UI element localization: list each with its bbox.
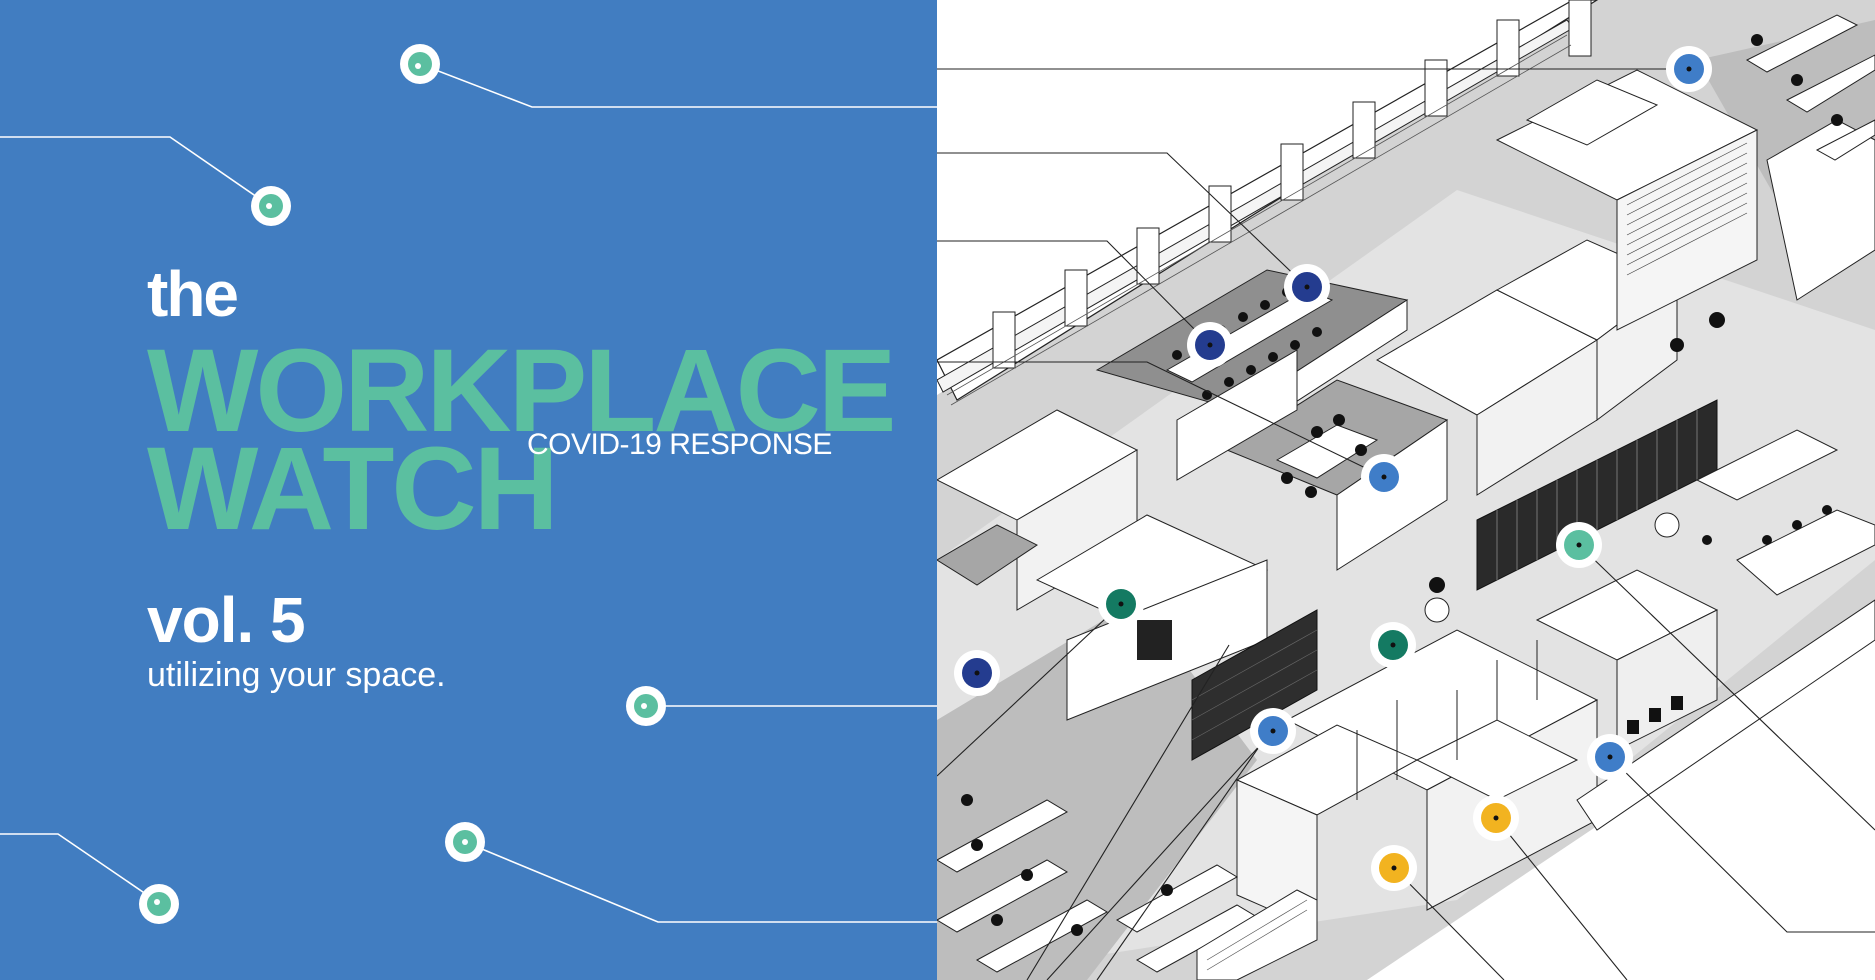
round-table [1424,597,1450,623]
leader-line [1393,867,1505,980]
yellow-dot-icon [1371,845,1417,891]
yellow-dot-icon [1473,795,1519,841]
column [992,311,1016,369]
room-floor [937,524,1038,586]
circuit-line [0,136,271,207]
title-panel: the WORKPLACE WATCH COVID-19 RESPONSE vo… [0,0,937,980]
light-blue-dot-icon [1666,46,1712,92]
circuit-line [464,841,937,923]
room-wall [1616,129,1758,331]
title-line-1: WORKPLACE [147,325,897,457]
light-blue-dot-icon [1250,708,1296,754]
shelving-wall [1616,609,1718,751]
title-line-2: WATCH [147,423,559,555]
node-icon [139,884,179,924]
column [1064,269,1088,327]
whiteboard [1137,620,1172,660]
column [1136,227,1160,285]
leader-line [1026,644,1230,980]
round-table [1654,512,1680,538]
leader-line [1578,544,1875,831]
column [1208,185,1232,243]
title-tagline: COVID-19 RESPONSE [527,428,832,461]
counter [1695,429,1839,501]
floorplan-illustration [937,0,1875,980]
circuit-decoration [0,44,937,924]
circuit-line [419,63,937,108]
right-wall [1576,599,1875,831]
title-prefix: the [147,258,239,330]
volume-label: vol. 5 [147,584,306,656]
navy-dot-icon [954,650,1000,696]
navy-dot-icon [1187,322,1233,368]
leader-line [1495,817,1628,980]
node-icon [400,44,440,84]
leader-line [1096,730,1271,980]
leader-line [1609,756,1875,933]
leader-line [937,361,1385,478]
column [1568,0,1592,57]
column [1280,143,1304,201]
teal-dot-icon [1556,522,1602,568]
navy-dot-icon [1284,264,1330,310]
light-blue-dot-icon [1587,734,1633,780]
volume-subtitle: utilizing your space. [147,656,446,694]
node-icon [445,822,485,862]
counter [1736,509,1875,596]
leader-line [937,152,1308,288]
room-block [1525,79,1659,146]
circuit-line [0,833,160,904]
leader-line [1046,730,1274,980]
column [1352,101,1376,159]
room-block [1766,119,1875,301]
dark-green-dot-icon [1098,581,1144,627]
leader-line [937,240,1211,346]
light-blue-dot-icon [1361,454,1407,500]
meeting-room-wall [1176,349,1298,481]
node-icon [251,186,291,226]
node-icon [626,686,666,726]
bookshelf [1196,889,1318,980]
dark-green-dot-icon [1370,622,1416,668]
leader-line [937,603,1122,777]
column [1496,19,1520,77]
isometric-office-drawing [937,0,1875,980]
column [1424,59,1448,117]
